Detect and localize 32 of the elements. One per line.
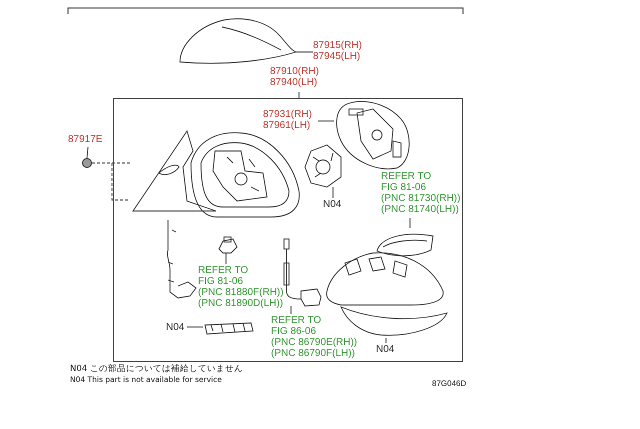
leader-line [298,92,300,98]
leader-line [318,120,334,122]
reference-note: (PNC 81890D(LH)) [198,298,284,309]
leader-line [186,326,204,328]
bracket-drawing [204,321,254,335]
dashed-leader-line [92,162,130,200]
frame-box [113,98,463,362]
part-number: 87931(RH) [263,109,312,120]
part-number: 87915(RH) [313,40,362,51]
part-number: 87940(LH) [270,77,318,88]
reference-note: (PNC 81730(RH)) [381,193,460,204]
reference-note: (PNC 81880F(RH)) [198,287,284,298]
leader-line [290,306,292,314]
part-number: 87945(LH) [313,51,360,62]
reference-note: (PNC 86790F(LH)) [271,348,355,359]
connector-clip-drawing [217,236,239,254]
reference-note: (PNC 81740(LH)) [381,204,459,215]
part-code: N04 [166,322,184,333]
part-number: 87961(LH) [263,120,310,131]
leader-line [332,186,334,198]
part-number: 87910(RH) [270,66,319,77]
part-code: N04 [323,199,342,210]
reference-note: (PNC 86790E(RH)) [271,337,358,348]
part-code: N04 [376,344,394,355]
part-number: 87917E [68,134,102,145]
drawing-number: 87G046D [432,379,466,388]
reference-note: REFER TO FIG 86-06 [271,315,322,337]
leader-line [86,146,88,158]
footnote: N04 この部品については補給していません [70,363,243,375]
circle-shape [82,158,92,168]
reference-note: REFER TO FIG 81-06 [381,171,432,193]
reference-note: REFER TO FIG 81-06 [198,265,250,287]
